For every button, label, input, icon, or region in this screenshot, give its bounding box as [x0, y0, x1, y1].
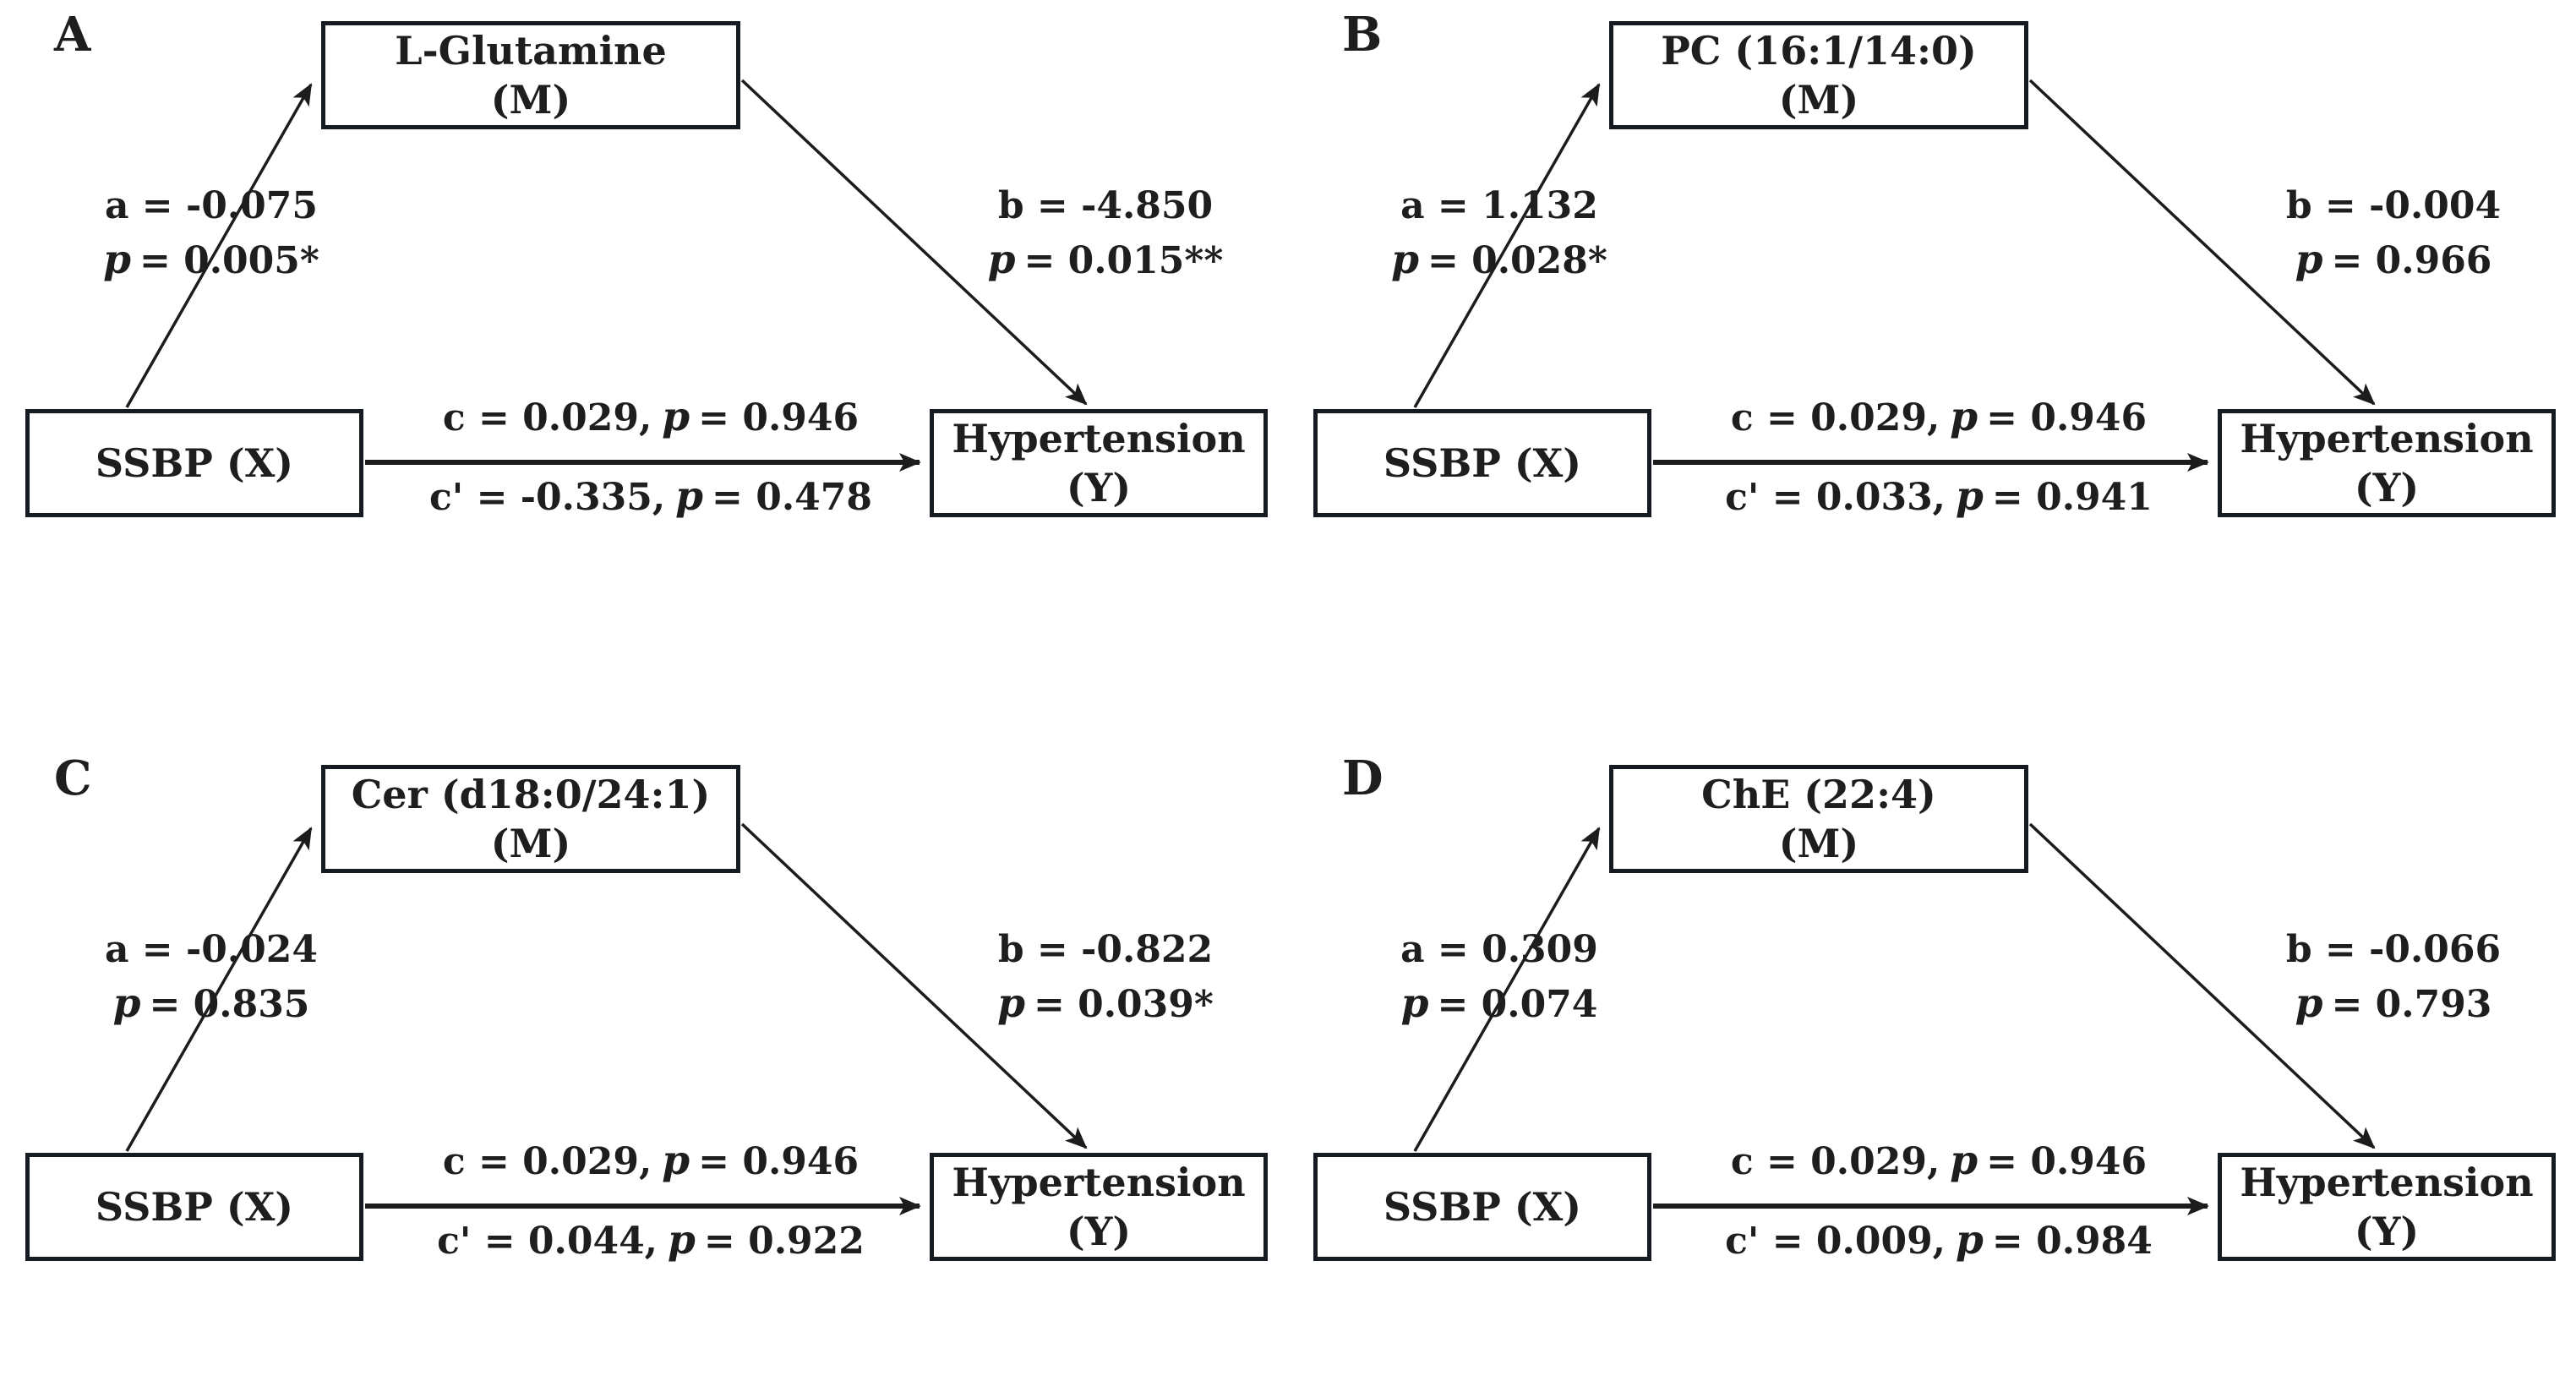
path-b-pvalue: p= 0.039* [997, 980, 1214, 1027]
path-c-prime-label: c' = 0.044,p= 0.922 [437, 1217, 865, 1264]
path-c-label: c = 0.029,p= 0.946 [1730, 394, 2148, 440]
panel-a: A L-Glutamine (M) SSBP (X) Hypertension … [0, 0, 1288, 637]
panel-a-arrows [125, 79, 1088, 472]
path-c-prime-label: c' = 0.009,p= 0.984 [1725, 1217, 2153, 1264]
panel-a-letter: A [54, 7, 91, 63]
x-box: SSBP (X) [25, 1153, 363, 1261]
panel-d: D ChE (22:4) (M) SSBP (X) Hypertension (… [1288, 744, 2576, 1381]
panel-d-arrows [1413, 822, 2376, 1215]
y-box: Hypertension (Y) [930, 409, 1268, 517]
path-c-prime-coef: c' = 0.044, [437, 1220, 658, 1263]
y-box-label: Hypertension (Y) [2240, 416, 2534, 510]
path-b-label: b = -0.004 p= 0.966 [2241, 179, 2546, 288]
path-b-arrow [2028, 822, 2376, 1149]
path-b-arrow [2028, 79, 2376, 406]
mediator-name: ChE (22:4) [1701, 772, 1936, 817]
panel-c-letter: C [54, 751, 92, 806]
path-a-pvalue: p= 0.028* [1391, 237, 1607, 283]
mediation-figure: { "p_symbol": "p", "panels": [ { "letter… [0, 0, 2576, 1264]
path-b-coef: b = -0.066 [2285, 928, 2502, 971]
path-a-arrow [1413, 83, 1601, 408]
path-c-prime-coef: c' = -0.335, [429, 476, 666, 519]
path-b-arrow [740, 79, 1088, 406]
path-a-pvalue: p= 0.005* [103, 237, 319, 283]
path-c-prime-label: c' = 0.033,p= 0.941 [1725, 473, 2153, 520]
y-box: Hypertension (Y) [930, 1153, 1268, 1261]
y-box: Hypertension (Y) [2218, 409, 2556, 517]
path-a-label: a = 0.309 p= 0.074 [1360, 923, 1639, 1032]
path-a-arrow [1413, 827, 1601, 1152]
path-c-coef: c = 0.029, [442, 1140, 652, 1183]
path-c-coef: c = 0.029, [1730, 1140, 1940, 1183]
x-box: SSBP (X) [1313, 409, 1651, 517]
y-box-label: Hypertension (Y) [2240, 1160, 2534, 1254]
mediator-box: PC (16:1/14:0) (M) [1609, 21, 2028, 129]
y-box: Hypertension (Y) [2218, 1153, 2556, 1261]
path-a-label: a = -0.024 p= 0.835 [72, 923, 351, 1032]
mediator-box: Cer (d18:0/24:1) (M) [321, 765, 740, 873]
mediator-box: L-Glutamine (M) [321, 21, 740, 129]
mediator-role: (M) [1778, 77, 1859, 123]
path-b-coef: b = -0.822 [997, 928, 1214, 971]
path-c-label: c = 0.029,p= 0.946 [1730, 1138, 2148, 1184]
x-box-label: SSBP (X) [1383, 1184, 1582, 1230]
path-c-prime-coef: c' = 0.009, [1725, 1220, 1946, 1263]
path-c-coef: c = 0.029, [1730, 396, 1940, 439]
path-a-coef: a = 1.132 [1400, 184, 1598, 227]
path-a-coef: a = -0.024 [104, 928, 319, 971]
path-a-pvalue: p= 0.835 [112, 980, 310, 1027]
panel-d-letter: D [1342, 751, 1384, 806]
x-box-label: SSBP (X) [1383, 440, 1582, 486]
panel-c-arrows [125, 822, 1088, 1215]
path-a-pvalue: p= 0.074 [1400, 980, 1598, 1027]
panel-b-arrows [1413, 79, 2376, 472]
path-a-label: a = 1.132 p= 0.028* [1360, 179, 1639, 288]
x-box: SSBP (X) [25, 409, 363, 517]
panel-b: B PC (16:1/14:0) (M) SSBP (X) Hypertensi… [1288, 0, 2576, 637]
mediator-name: Cer (d18:0/24:1) [351, 772, 711, 817]
panel-c: C Cer (d18:0/24:1) (M) SSBP (X) Hyperten… [0, 744, 1288, 1381]
path-c-label: c = 0.029,p= 0.946 [442, 1138, 860, 1184]
path-b-pvalue: p= 0.793 [2295, 980, 2492, 1027]
path-a-arrow [125, 83, 313, 408]
x-box-label: SSBP (X) [95, 440, 294, 486]
x-box: SSBP (X) [1313, 1153, 1651, 1261]
path-b-arrow [740, 822, 1088, 1149]
path-b-label: b = -0.822 p= 0.039* [953, 923, 1258, 1032]
path-c-coef: c = 0.029, [442, 396, 652, 439]
path-b-pvalue: p= 0.015** [987, 237, 1224, 283]
path-c-prime-coef: c' = 0.033, [1725, 476, 1946, 519]
path-b-coef: b = -0.004 [2285, 184, 2502, 227]
mediator-role: (M) [490, 77, 571, 123]
mediator-role: (M) [1778, 821, 1859, 866]
mediator-box: ChE (22:4) (M) [1609, 765, 2028, 873]
mediator-name: L-Glutamine [395, 28, 667, 74]
x-box-label: SSBP (X) [95, 1184, 294, 1230]
y-box-label: Hypertension (Y) [952, 1160, 1246, 1254]
path-a-arrow [125, 827, 313, 1152]
path-a-coef: a = -0.075 [104, 184, 319, 227]
mediator-name: PC (16:1/14:0) [1661, 28, 1977, 74]
y-box-label: Hypertension (Y) [952, 416, 1246, 510]
path-a-label: a = -0.075 p= 0.005* [72, 179, 351, 288]
path-b-label: b = -0.066 p= 0.793 [2241, 923, 2546, 1032]
path-c-prime-label: c' = -0.335,p= 0.478 [429, 473, 872, 520]
path-b-pvalue: p= 0.966 [2295, 237, 2492, 283]
path-b-label: b = -4.850 p= 0.015** [953, 179, 1258, 288]
panel-b-letter: B [1342, 7, 1383, 63]
path-a-coef: a = 0.309 [1400, 928, 1598, 971]
mediator-role: (M) [490, 821, 571, 866]
path-c-label: c = 0.029,p= 0.946 [442, 394, 860, 440]
path-b-coef: b = -4.850 [997, 184, 1214, 227]
